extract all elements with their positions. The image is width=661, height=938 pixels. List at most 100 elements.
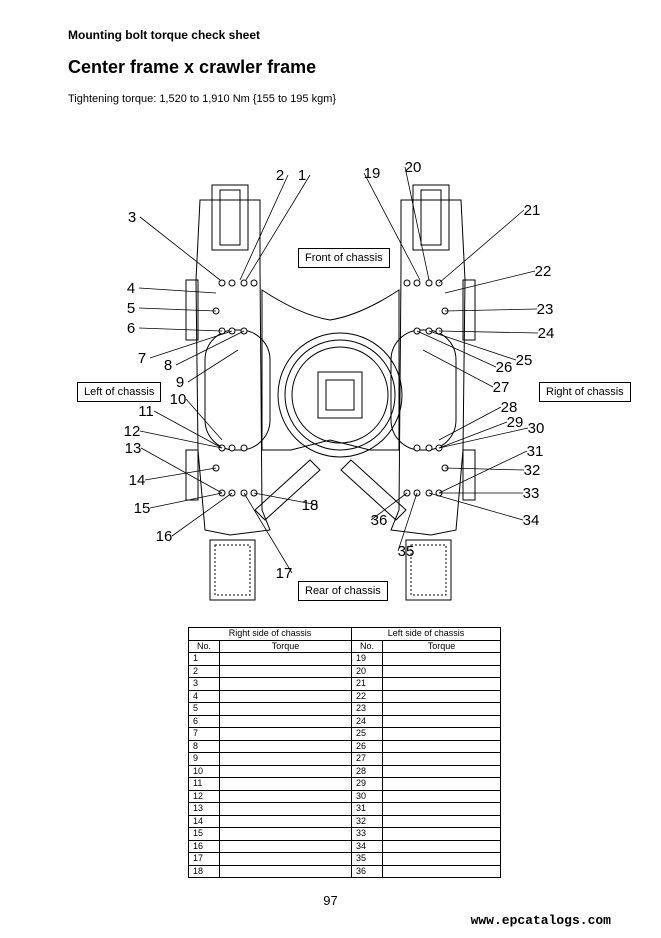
left-torque-cell[interactable] xyxy=(382,714,501,728)
right-bolt-number: 8 xyxy=(188,739,220,753)
right-bolt-number: 13 xyxy=(188,802,220,816)
front-of-chassis-label: Front of chassis xyxy=(298,248,390,268)
left-torque-cell[interactable] xyxy=(382,839,501,853)
left-bolt-number: 27 xyxy=(351,752,383,766)
right-torque-cell[interactable] xyxy=(219,714,352,728)
callout-35: 35 xyxy=(398,543,415,560)
left-torque-cell[interactable] xyxy=(382,852,501,866)
callout-8: 8 xyxy=(164,357,172,374)
left-torque-cell[interactable] xyxy=(382,827,501,841)
callout-leader-5 xyxy=(138,307,217,312)
left-crawler-frame xyxy=(195,199,271,536)
callout-2: 2 xyxy=(276,167,284,184)
callout-leader-14 xyxy=(144,467,217,481)
torque-header: Torque xyxy=(219,639,352,653)
left-torque-cell[interactable] xyxy=(382,777,501,791)
right-torque-cell[interactable] xyxy=(219,864,352,878)
right-torque-cell[interactable] xyxy=(219,827,352,841)
left-side-header: Left side of chassis xyxy=(351,627,501,641)
callout-36: 36 xyxy=(371,512,388,529)
right-torque-cell[interactable] xyxy=(219,727,352,741)
callout-27: 27 xyxy=(493,379,510,396)
left-bolt-number: 21 xyxy=(351,677,383,691)
callout-leader-28 xyxy=(438,406,502,441)
right-torque-cell[interactable] xyxy=(219,702,352,716)
left-bolt-number: 33 xyxy=(351,827,383,841)
right-bolt-number: 14 xyxy=(188,814,220,828)
left-of-chassis-label: Left of chassis xyxy=(77,382,162,402)
right-torque-cell[interactable] xyxy=(219,677,352,691)
right-torque-cell[interactable] xyxy=(219,839,352,853)
left-bolt-number: 25 xyxy=(351,727,383,741)
callout-12: 12 xyxy=(124,423,141,440)
callout-32: 32 xyxy=(524,462,541,479)
left-torque-cell[interactable] xyxy=(382,664,501,678)
right-torque-cell[interactable] xyxy=(219,739,352,753)
left-torque-cell[interactable] xyxy=(382,814,501,828)
callout-leader-18 xyxy=(253,492,319,506)
callout-leader-30 xyxy=(438,427,529,449)
sheet-title: Mounting bolt torque check sheet xyxy=(68,28,261,42)
right-torque-cell[interactable] xyxy=(219,789,352,803)
left-bolt-number: 26 xyxy=(351,739,383,753)
right-bolt-number: 6 xyxy=(188,714,220,728)
callout-9: 9 xyxy=(176,374,184,391)
callout-33: 33 xyxy=(523,485,540,502)
callout-leader-1 xyxy=(245,174,311,281)
callout-leader-36 xyxy=(370,492,408,521)
right-torque-cell[interactable] xyxy=(219,777,352,791)
left-torque-cell[interactable] xyxy=(382,864,501,878)
right-torque-cell[interactable] xyxy=(219,664,352,678)
center-frame xyxy=(261,289,400,451)
callout-leader-21 xyxy=(438,209,525,284)
left-bolt-number: 34 xyxy=(351,839,383,853)
callout-leader-20 xyxy=(404,166,430,281)
left-torque-cell[interactable] xyxy=(382,789,501,803)
callout-15: 15 xyxy=(134,500,151,517)
left-torque-cell[interactable] xyxy=(382,752,501,766)
left-bolt-number: 30 xyxy=(351,789,383,803)
right-bolt-number: 17 xyxy=(188,852,220,866)
right-sprocket xyxy=(405,539,452,601)
left-torque-cell[interactable] xyxy=(382,702,501,716)
callout-leader-32 xyxy=(444,467,525,471)
left-bolt-number: 22 xyxy=(351,689,383,703)
left-track-window xyxy=(204,329,271,451)
callout-leader-2 xyxy=(239,174,289,281)
callout-30: 30 xyxy=(528,420,545,437)
left-torque-cell[interactable] xyxy=(382,677,501,691)
left-torque-cell[interactable] xyxy=(382,689,501,703)
left-torque-cell[interactable] xyxy=(382,764,501,778)
left-torque-cell[interactable] xyxy=(382,802,501,816)
right-bolt-number: 5 xyxy=(188,702,220,716)
callout-13: 13 xyxy=(125,440,142,457)
right-torque-cell[interactable] xyxy=(219,852,352,866)
right-torque-cell[interactable] xyxy=(219,764,352,778)
no-header: No. xyxy=(188,639,220,653)
right-torque-cell[interactable] xyxy=(219,802,352,816)
right-bolt-number: 4 xyxy=(188,689,220,703)
callout-3: 3 xyxy=(128,209,136,226)
page-title: Center frame x crawler frame xyxy=(68,57,317,77)
right-torque-cell[interactable] xyxy=(219,814,352,828)
right-torque-cell[interactable] xyxy=(219,689,352,703)
right-side-header: Right side of chassis xyxy=(188,627,352,641)
callout-22: 22 xyxy=(535,263,552,280)
callout-leader-25 xyxy=(428,330,517,361)
left-torque-cell[interactable] xyxy=(382,727,501,741)
left-torque-cell[interactable] xyxy=(382,739,501,753)
left-lower-roller xyxy=(185,449,199,501)
left-torque-cell[interactable] xyxy=(382,652,501,666)
watermark: www.epcatalogs.com xyxy=(470,913,611,928)
callout-leader-15 xyxy=(149,492,223,509)
right-torque-cell[interactable] xyxy=(219,752,352,766)
left-upper-roller xyxy=(185,279,199,341)
slewing-ring-outer xyxy=(277,332,403,458)
right-torque-cell[interactable] xyxy=(219,652,352,666)
callout-leader-6 xyxy=(138,327,223,332)
